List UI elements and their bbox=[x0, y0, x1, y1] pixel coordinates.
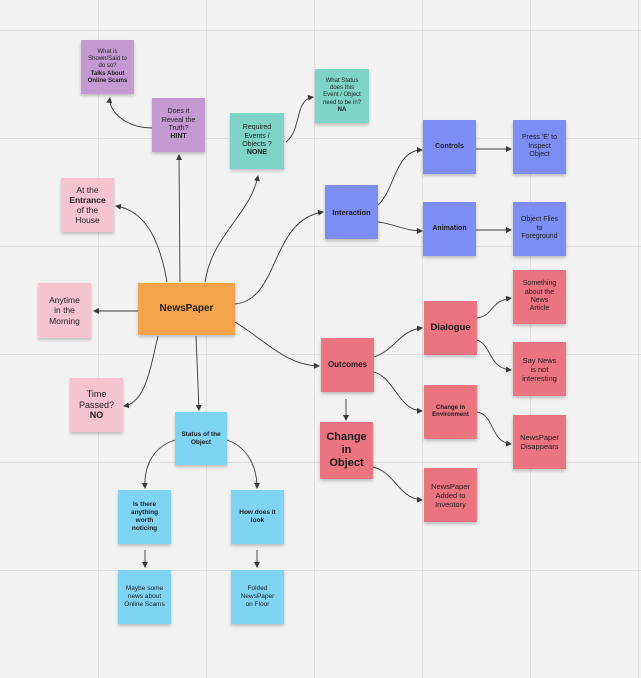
note-text: NewsPaper Disappears bbox=[520, 433, 559, 451]
sticky-object-flies[interactable]: Object Flies to Foreground bbox=[513, 202, 566, 256]
sticky-how-look[interactable]: How does it look bbox=[231, 490, 284, 544]
note-answer: NO bbox=[89, 410, 104, 421]
sticky-folded-newspaper[interactable]: Folded NewsPaper on Floor bbox=[231, 570, 284, 624]
sticky-maybe-news[interactable]: Maybe some news about Online Scams bbox=[118, 570, 171, 624]
edge-newspaper-to-status bbox=[195, 335, 202, 411]
edge-outcomes-to-dialogue bbox=[373, 325, 423, 358]
note-text: Required Events / Objects ? bbox=[242, 124, 272, 148]
note-text: Dialogue bbox=[430, 322, 471, 334]
note-text: Say News is not interesting bbox=[522, 355, 557, 383]
sticky-anything-worth[interactable]: Is there anything worth noticing bbox=[118, 490, 171, 544]
note-text: Object Flies to Foreground bbox=[521, 216, 558, 241]
edge-newspaper-to-entrance bbox=[115, 203, 168, 283]
sticky-what-status[interactable]: What Status does this Event / Object nee… bbox=[315, 69, 369, 123]
edge-interaction-to-animation bbox=[377, 221, 423, 234]
note-text: Does it Reveal the Truth? bbox=[161, 108, 196, 132]
note-text: What is Shown/Said to do so? bbox=[88, 49, 127, 70]
note-text: Change in Environment bbox=[432, 404, 469, 418]
sticky-change-in-object[interactable]: Change in Object bbox=[320, 422, 373, 479]
sticky-animation[interactable]: Animation bbox=[423, 202, 476, 256]
note-text-2: of the House bbox=[75, 205, 100, 226]
note-text: Interaction bbox=[332, 207, 371, 217]
edge-newspaper-to-reveal bbox=[176, 154, 183, 283]
edge-changeenv-to-disappears bbox=[476, 411, 512, 447]
note-text: Press 'E' to Inspect Object bbox=[522, 134, 557, 159]
edge-status-to-anything bbox=[141, 439, 176, 489]
sticky-newspaper-root[interactable]: NewsPaper bbox=[138, 283, 235, 335]
sticky-outcomes[interactable]: Outcomes bbox=[321, 338, 374, 392]
note-bold: Entrance bbox=[69, 194, 106, 205]
note-text: Maybe some news about Online Scams bbox=[124, 585, 165, 608]
sticky-controls[interactable]: Controls bbox=[423, 120, 476, 174]
edge-outcomes-to-changeenv bbox=[373, 371, 423, 414]
sticky-anytime[interactable]: Anytime in the Morning bbox=[38, 283, 91, 338]
sticky-press-e[interactable]: Press 'E' to Inspect Object bbox=[513, 120, 566, 174]
note-text: Folded NewsPaper on Floor bbox=[240, 585, 275, 608]
sticky-reveal-truth[interactable]: Does it Reveal the Truth?HINT bbox=[152, 98, 205, 152]
sticky-added-inventory[interactable]: NewsPaper Added to Inventory bbox=[424, 468, 477, 522]
note-answer: NONE bbox=[246, 149, 268, 157]
sticky-newspaper-disappears[interactable]: NewsPaper Disappears bbox=[513, 415, 566, 469]
sticky-change-environment[interactable]: Change in Environment bbox=[424, 385, 477, 439]
note-text: Something about the News Article bbox=[522, 280, 557, 313]
note-text: What Status does this Event / Object nee… bbox=[322, 78, 362, 106]
note-text: Status of the Object bbox=[181, 430, 221, 446]
edge-required-to-whatstatus bbox=[285, 94, 314, 143]
edge-newspaper-to-interaction bbox=[234, 209, 324, 305]
note-text: Controls bbox=[435, 142, 464, 150]
note-text: How does it look bbox=[239, 509, 276, 524]
sticky-interaction[interactable]: Interaction bbox=[325, 185, 378, 239]
edge-dialogue-to-something bbox=[476, 295, 512, 319]
edge-dialogue-to-saynews bbox=[476, 339, 512, 373]
note-answer: NA bbox=[337, 106, 347, 113]
edge-interaction-to-controls bbox=[377, 147, 423, 206]
note-text: Anytime in the Morning bbox=[49, 295, 80, 326]
sticky-dialogue[interactable]: Dialogue bbox=[424, 301, 477, 355]
note-text: Is there anything worth noticing bbox=[130, 501, 159, 532]
edge-reveal-to-whatshown bbox=[106, 97, 153, 129]
note-text: At the bbox=[76, 184, 99, 195]
edge-newspaper-to-required bbox=[204, 175, 260, 283]
sticky-something-news[interactable]: Something about the News Article bbox=[513, 270, 566, 324]
note-text: Animation bbox=[432, 224, 467, 232]
note-text: Outcomes bbox=[327, 360, 368, 370]
sticky-what-is-shown[interactable]: What is Shown/Said to do so?Talks About … bbox=[81, 40, 134, 94]
sticky-status-of-object[interactable]: Status of the Object bbox=[175, 412, 227, 465]
edge-newspaper-to-outcomes bbox=[234, 321, 320, 369]
note-answer: HINT bbox=[170, 133, 187, 141]
sticky-say-news[interactable]: Say News is not interesting bbox=[513, 342, 566, 396]
sticky-required-events[interactable]: Required Events / Objects ?NONE bbox=[230, 113, 284, 169]
edge-changeobj-to-inventory bbox=[372, 466, 423, 503]
note-text: Time Passed? bbox=[78, 388, 115, 410]
note-text: NewsPaper bbox=[159, 303, 214, 314]
edge-status-to-howlook bbox=[226, 439, 260, 489]
edge-newspaper-to-timepassed bbox=[123, 335, 159, 409]
note-text: Change in Object bbox=[326, 430, 367, 470]
sticky-time-passed[interactable]: Time Passed?NO bbox=[70, 378, 123, 432]
note-text: NewsPaper Added to Inventory bbox=[431, 481, 470, 509]
note-answer: Talks About Online Scams bbox=[87, 70, 128, 84]
